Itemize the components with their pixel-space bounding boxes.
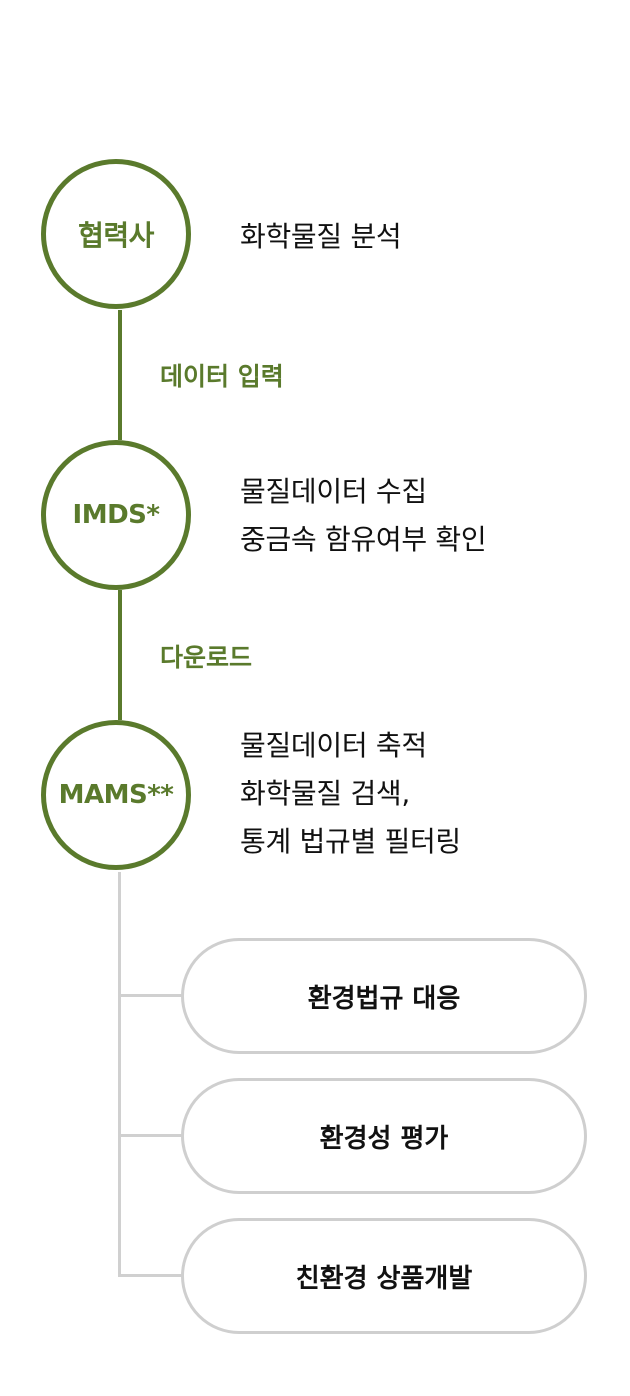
connector-line-2	[118, 590, 122, 720]
outcome-pill-environmental-regulation: 환경법규 대응	[181, 938, 587, 1054]
description-line: 물질데이터 수집	[240, 475, 427, 508]
node-label: MAMS**	[58, 780, 174, 810]
connector-label-download: 다운로드	[160, 643, 253, 672]
outcome-label: 친환경 상품개발	[295, 1263, 473, 1294]
outcome-branch-line-3	[119, 1274, 183, 1277]
node-partner: 협력사	[41, 159, 191, 309]
node-imds: IMDS*	[41, 440, 191, 590]
connector-label-data-input: 데이터 입력	[160, 362, 284, 391]
connector-line-1	[118, 310, 122, 440]
node-mams-description: 물질데이터 축적 화학물질 검색, 통계 법규별 필터링	[240, 722, 461, 866]
description-line: 화학물질 검색,	[240, 777, 410, 810]
node-partner-description: 화학물질 분석	[240, 213, 402, 261]
outcome-label: 환경법규 대응	[307, 983, 461, 1014]
outcome-branch-line-1	[119, 994, 183, 997]
description-line: 통계 법규별 필터링	[240, 825, 461, 858]
description-line: 중금속 함유여부 확인	[240, 523, 487, 556]
outcome-pill-eco-product-development: 친환경 상품개발	[181, 1218, 587, 1334]
node-label: 협력사	[78, 219, 154, 252]
outcome-label: 환경성 평가	[319, 1123, 449, 1154]
node-mams: MAMS**	[41, 720, 191, 870]
node-label: IMDS*	[72, 500, 160, 530]
description-line: 화학물질 분석	[240, 220, 402, 253]
outcome-branch-line-2	[119, 1134, 183, 1137]
outcome-pill-environmental-assessment: 환경성 평가	[181, 1078, 587, 1194]
description-line: 물질데이터 축적	[240, 729, 427, 762]
outcome-trunk-line	[118, 872, 121, 1277]
node-imds-description: 물질데이터 수집 중금속 함유여부 확인	[240, 468, 487, 564]
